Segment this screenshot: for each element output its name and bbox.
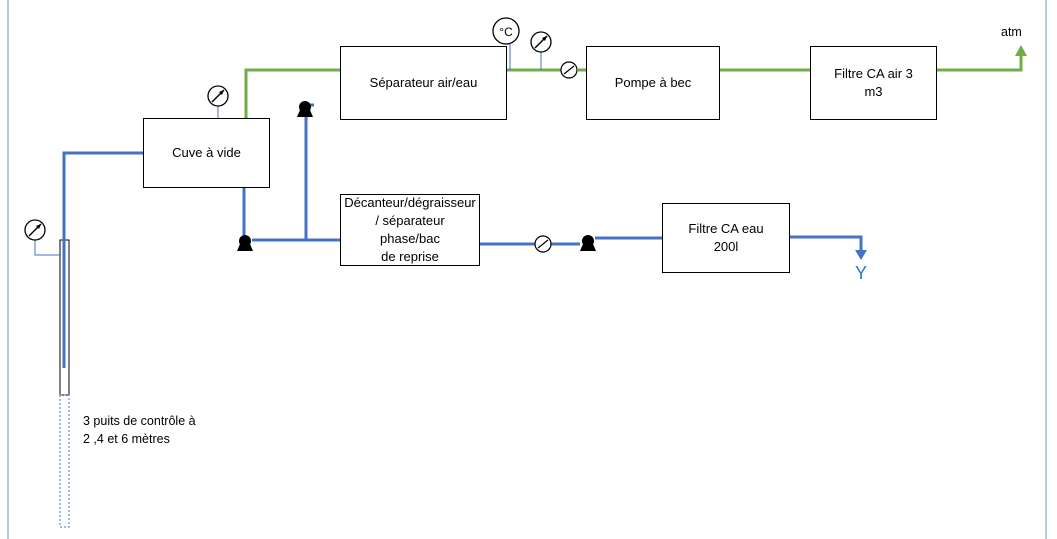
water-lines	[62, 103, 863, 368]
flow-meter-icon	[560, 61, 578, 79]
well-tube-dashed	[59, 394, 70, 528]
pompe-box: Pompe à bec	[586, 46, 720, 120]
pump-riser-line	[304, 103, 314, 240]
thermometer-icon	[492, 17, 520, 45]
well-to-cuve-line	[62, 151, 143, 368]
separateur-label: Séparateur air/eau	[369, 75, 478, 90]
gauge-icon	[24, 219, 46, 241]
cuve-to-separateur-line	[244, 68, 340, 118]
gauge-icon	[530, 31, 552, 53]
atm-arrow-head	[1015, 45, 1027, 56]
filtre-eau-box: Filtre CA eau 200l	[662, 203, 790, 273]
output-arrow-head	[855, 250, 867, 260]
pump-icon	[237, 235, 253, 251]
wells-label: 3 puits de contrôle à 2 ,4 et 6 mètres	[83, 414, 196, 446]
gauge-icon	[207, 85, 229, 107]
filtre-eau-out-line	[790, 235, 863, 252]
filtre-eau-label: Filtre CA eau 200l	[688, 221, 764, 254]
cuve-label: Cuve à vide	[172, 145, 241, 160]
filtre-air-label: Filtre CA air 3 m3	[834, 66, 913, 99]
temperature-label: °C	[499, 25, 513, 39]
decanteur-box: Décanteur/dégraisseur / séparateur phase…	[340, 194, 480, 266]
air-lines	[244, 54, 1023, 118]
tap-lines	[34, 44, 542, 256]
flow-meter-icon	[534, 235, 552, 253]
separateur-box: Séparateur air/eau	[340, 46, 507, 120]
output-label: Y	[855, 263, 868, 283]
decanteur-label: Décanteur/dégraisseur / séparateur phase…	[344, 195, 476, 264]
cuve-box: Cuve à vide	[143, 118, 270, 188]
filtre-air-box: Filtre CA air 3 m3	[810, 46, 937, 120]
pompe-label: Pompe à bec	[614, 75, 692, 90]
well-gauge-tap	[34, 240, 60, 256]
pump-icon	[297, 101, 313, 117]
filtre-to-atm-line	[937, 54, 1023, 72]
pump-icon	[580, 235, 596, 251]
atm-label: atm	[1001, 25, 1022, 39]
